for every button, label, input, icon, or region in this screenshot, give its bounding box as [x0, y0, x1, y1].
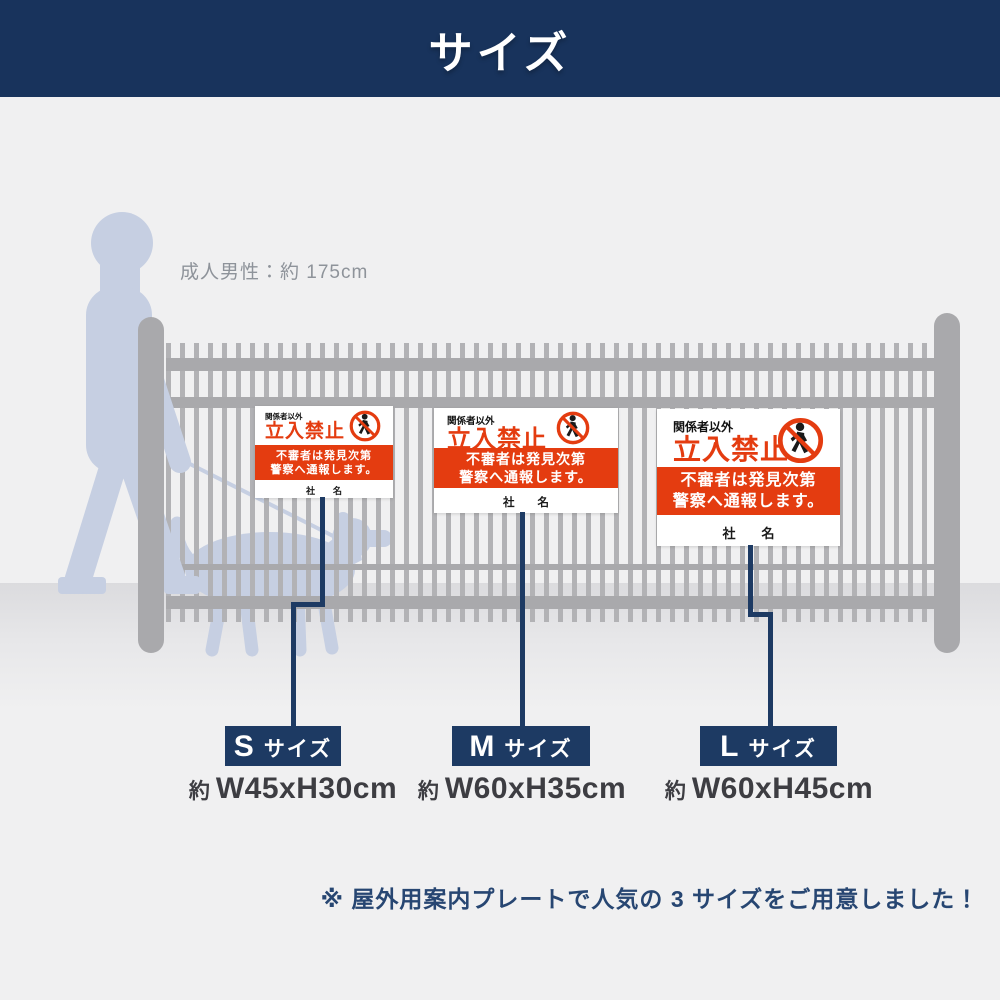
- warning-line1: 不審者は発見次第: [466, 451, 586, 467]
- warning-line1: 不審者は発見次第: [276, 449, 372, 462]
- dimension-l: 約 W60xH45cm: [665, 772, 873, 806]
- footnote: ※ 屋外用案内プレートで人気の 3 サイズをご用意しました！: [320, 886, 980, 912]
- approx-prefix: 約: [664, 780, 686, 803]
- dimension-value: W60xH45cm: [691, 772, 874, 805]
- fence-rail: [166, 358, 934, 371]
- size-label-l: L サイズ: [700, 726, 837, 766]
- sign-l-top: 関係者以外 立入禁止: [657, 409, 840, 467]
- no-pedestrians-icon: [777, 417, 824, 464]
- warning-line1: 不審者は発見次第: [680, 472, 817, 489]
- size-pointer-line-l: [768, 612, 773, 726]
- fence-bottom-stubs: [166, 609, 934, 622]
- size-letter: M: [469, 730, 495, 763]
- warning-band: 不審者は発見次第 警察へ通報します。: [657, 467, 840, 515]
- sign-s: 関係者以外 立入禁止 不審者は発見次第 警察へ通報します。 社 名: [255, 406, 393, 498]
- fence-rail: [166, 596, 934, 609]
- size-letter: S: [233, 730, 254, 763]
- no-entry-label: 立入禁止: [673, 434, 790, 465]
- dimension-s: 約 W45xH30cm: [189, 772, 397, 806]
- fence-top-stubs: [166, 343, 934, 358]
- dimension-value: W45xH30cm: [215, 772, 398, 805]
- size-pointer-line-l: [748, 612, 773, 617]
- size-word: サイズ: [504, 738, 573, 761]
- company-name-label: 社 名: [503, 497, 549, 509]
- approx-prefix: 約: [417, 780, 439, 803]
- fence-post-right: [934, 313, 960, 653]
- sign-m-top: 関係者以外 立入禁止: [434, 408, 618, 452]
- fence-rail: [166, 397, 934, 408]
- size-pointer-line-s: [320, 497, 325, 607]
- size-label-m: M サイズ: [452, 726, 590, 766]
- company-name-label: 社 名: [722, 526, 775, 541]
- no-entry-label: 立入禁止: [265, 421, 346, 442]
- warning-line2: 警察へ通報します。: [270, 463, 378, 476]
- size-pointer-line-m: [520, 512, 525, 726]
- no-pedestrians-icon: [349, 410, 381, 442]
- warning-band: 不審者は発見次第 警察へ通報します。: [434, 448, 618, 488]
- company-name-label: 社 名: [305, 486, 342, 496]
- approx-prefix: 約: [188, 780, 210, 803]
- fence-short-bars: [166, 570, 934, 596]
- size-letter: L: [720, 730, 739, 763]
- adult-male-silhouette: [58, 212, 200, 594]
- size-pointer-line-l: [748, 545, 753, 617]
- size-word: サイズ: [748, 738, 817, 761]
- size-pointer-line-s: [291, 602, 296, 726]
- header-banner: サイズ: [0, 0, 1000, 97]
- restricted-label: 関係者以外: [447, 416, 495, 427]
- restricted-label: 関係者以外: [673, 420, 734, 434]
- no-entry-label: 立入禁止: [447, 426, 547, 453]
- size-label-s: S サイズ: [225, 726, 341, 766]
- dimension-value: W60xH35cm: [444, 772, 627, 805]
- sign-s-top: 関係者以外 立入禁止: [255, 406, 393, 445]
- size-pointer-line-s: [291, 602, 325, 607]
- warning-band: 不審者は発見次第 警察へ通報します。: [255, 445, 393, 480]
- fence-post-left: [138, 317, 164, 653]
- no-pedestrians-icon: [556, 411, 590, 445]
- sign-l: 関係者以外 立入禁止 不審者は発見次第 警察へ通報します。 社 名: [657, 409, 840, 546]
- dimension-m: 約 W60xH35cm: [418, 772, 626, 806]
- restricted-label: 関係者以外: [265, 412, 303, 421]
- fence-short-bars: [166, 371, 934, 397]
- page-title: サイズ: [428, 28, 572, 78]
- height-reference-label: 成人男性：約 175cm: [180, 262, 369, 283]
- sign-m: 関係者以外 立入禁止 不審者は発見次第 警察へ通報します。 社 名: [434, 408, 618, 513]
- fence-rail: [166, 564, 934, 570]
- warning-line2: 警察へ通報します。: [459, 469, 593, 485]
- warning-line2: 警察へ通報します。: [672, 493, 825, 510]
- size-word: サイズ: [263, 738, 333, 761]
